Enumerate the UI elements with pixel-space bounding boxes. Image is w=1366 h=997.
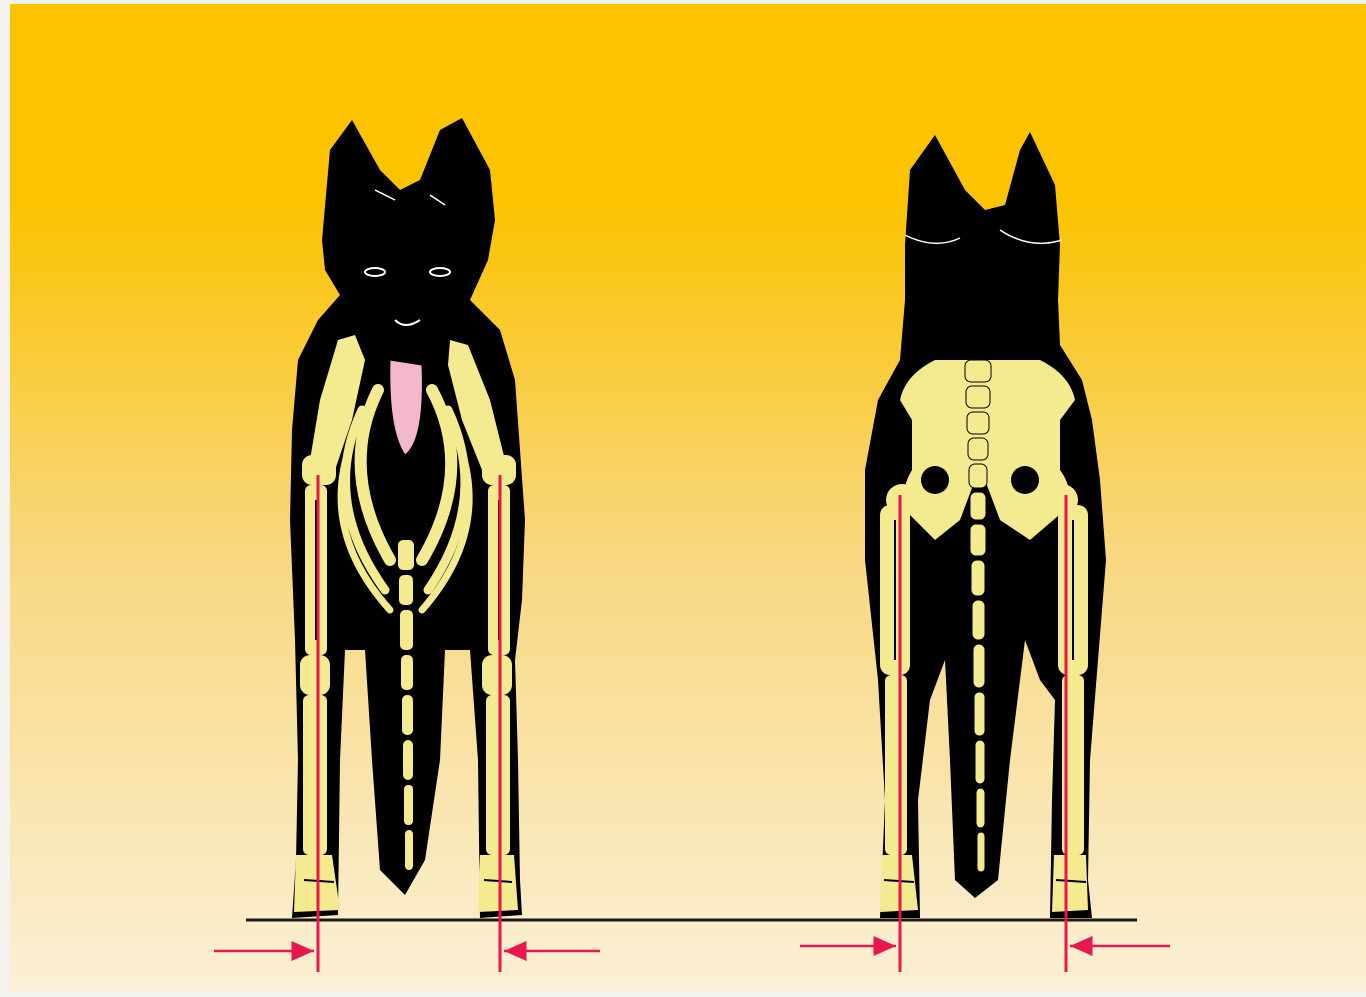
rear-dog-pelvis-hole-left (921, 466, 949, 494)
front-view-dog (290, 118, 525, 918)
background-panel (10, 4, 1366, 991)
rear-dog-pelvis-hole-right (1011, 466, 1039, 494)
